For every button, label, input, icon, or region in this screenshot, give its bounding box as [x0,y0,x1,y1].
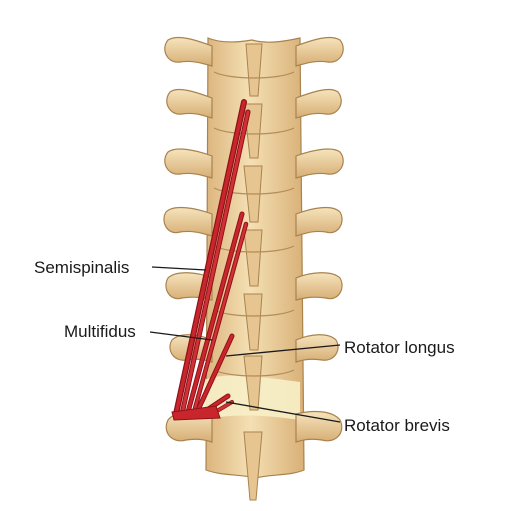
spinous-process-1 [245,43,263,97]
rotator-longus-fibre-core [196,334,234,412]
leader-rotator-longus [225,344,341,357]
leader-multifidus [149,331,213,341]
lamina-2 [213,127,295,135]
muscle-origin-bundle [171,405,221,421]
laminae [213,71,295,377]
leader-semispinalis [151,266,207,271]
spinous-process-5 [243,293,263,351]
label-rotator-brevis: Rotator brevis [344,416,450,435]
label-rotator-longus: Rotator longus [344,338,455,357]
right-process-1 [295,36,344,67]
leader-lines [149,266,341,423]
right-process-5 [295,272,343,301]
label-semispinalis: Semispinalis [34,258,130,277]
label-multifidus: Multifidus [64,322,136,341]
right-process-4 [295,206,343,237]
spinous-process-4 [243,229,263,287]
transverse-processes-left [163,36,213,443]
transverse-processes-right [295,36,344,443]
left-process-3 [164,148,213,179]
right-process-3 [295,148,344,179]
lamina-3 [213,187,295,195]
right-process-7 [295,410,343,443]
semispinalis-fibre-1-core [174,100,246,416]
leader-rotator-brevis [225,401,341,423]
left-process-1 [164,36,213,67]
spinous-process-7 [243,431,263,501]
spinous-process-6 [243,355,263,411]
muscles [171,99,251,421]
right-process-6 [295,334,339,363]
multifidus-fibre-1-core [186,212,244,414]
lamina-1 [213,71,295,79]
left-process-4 [163,206,213,237]
multifidus-fibre-2-core [192,222,248,414]
semispinalis-fibre-2-core [180,110,250,416]
right-process-2 [295,88,342,119]
lamina-6 [213,369,295,377]
left-process-2 [166,88,213,119]
